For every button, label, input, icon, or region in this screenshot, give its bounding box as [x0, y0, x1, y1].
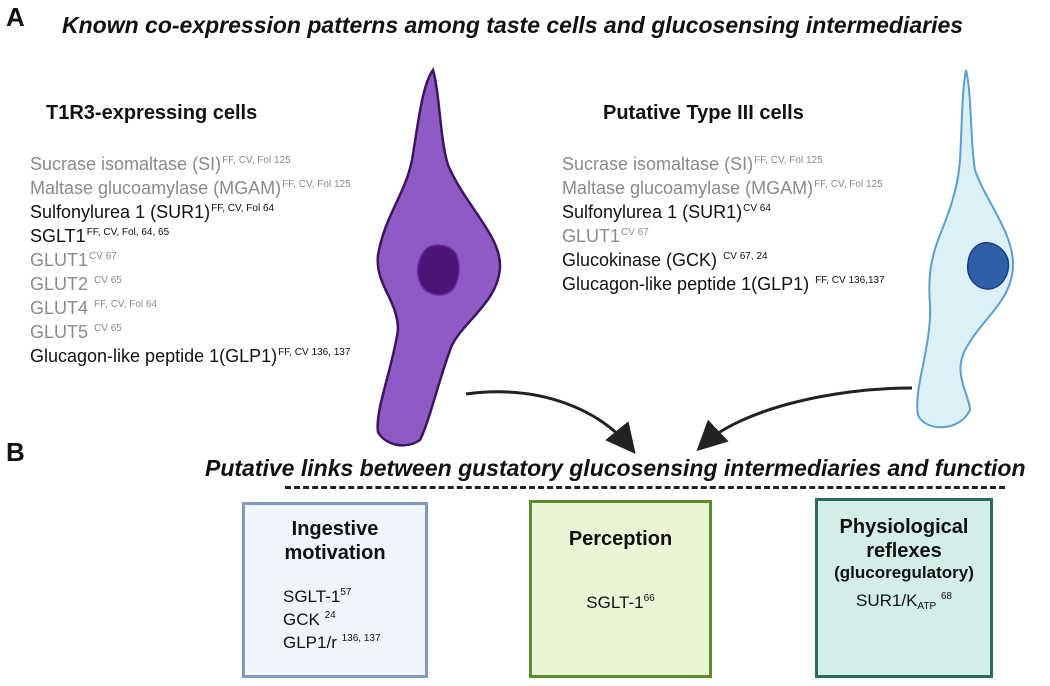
- panel-b-heading: Putative links between gustatory glucose…: [205, 455, 1026, 481]
- type3-gene-name: GLUT1: [562, 226, 621, 246]
- divider-dashed-line: [285, 486, 1005, 489]
- type3-gene-name: Sulfonylurea 1 (SUR1): [562, 202, 743, 222]
- type3-gene-item: Sulfonylurea 1 (SUR1)CV 64: [562, 200, 885, 224]
- t1r3-gene-reference: CV 67: [89, 251, 117, 262]
- type3-gene-reference: CV 67, 24: [723, 251, 768, 262]
- t1r3-gene-reference: FF, CV, Fol 125: [222, 155, 291, 166]
- t1r3-gene-name: Maltase glucoamylase (MGAM): [30, 178, 282, 198]
- type3-gene-reference: FF, CV, Fol 125: [814, 179, 883, 190]
- physiological-reflexes-box: Physiological reflexes (glucoregulatory)…: [815, 498, 993, 678]
- t1r3-gene-item: Sulfonylurea 1 (SUR1)FF, CV, Fol 64: [30, 200, 351, 224]
- t1r3-gene-name: Sucrase isomaltase (SI): [30, 154, 222, 174]
- t1r3-cell-nucleus: [416, 244, 460, 296]
- type3-gene-item: Maltase glucoamylase (MGAM)FF, CV, Fol 1…: [562, 176, 885, 200]
- physiological-title-line1: Physiological: [839, 516, 969, 538]
- physiological-item-text: SUR1/K: [856, 591, 918, 610]
- ingestive-item-text: GCK: [283, 610, 325, 629]
- ingestive-item-text: SGLT-1: [283, 587, 341, 606]
- perception-title: Perception: [568, 528, 673, 550]
- type3-gene-item: Glucagon-like peptide 1(GLP1) FF, CV 136…: [562, 272, 885, 296]
- t1r3-gene-reference: FF, CV 136, 137: [278, 347, 351, 358]
- t1r3-gene-item: GLUT4 FF, CV, Fol 64: [30, 296, 351, 320]
- physiological-item: SUR1/KATP 68: [818, 589, 990, 612]
- panel-b-letter: B: [6, 437, 25, 467]
- perception-item-text: SGLT-1: [586, 593, 644, 612]
- physiological-title-line2: reflexes: [866, 540, 942, 562]
- type3-gene-reference: FF, CV, Fol 125: [754, 155, 823, 166]
- t1r3-gene-item: Glucagon-like peptide 1(GLP1)FF, CV 136,…: [30, 344, 351, 368]
- t1r3-gene-name: GLUT5: [30, 322, 94, 342]
- type3-gene-name: Glucagon-like peptide 1(GLP1): [562, 274, 815, 294]
- type3-gene-item: GLUT1CV 67: [562, 224, 885, 248]
- t1r3-gene-name: SGLT1: [30, 226, 86, 246]
- t1r3-gene-name: GLUT2: [30, 274, 94, 294]
- ingestive-title-line2: motivation: [284, 542, 386, 564]
- t1r3-gene-reference: FF, CV, Fol 64: [211, 203, 275, 214]
- physiological-item-ref: 68: [940, 591, 952, 602]
- t1r3-gene-reference: FF, CV, Fol 125: [282, 179, 351, 190]
- type3-gene-name: Sucrase isomaltase (SI): [562, 154, 754, 174]
- t1r3-gene-item: Sucrase isomaltase (SI)FF, CV, Fol 125: [30, 152, 351, 176]
- ingestive-item: GLP1/r 136, 137: [283, 631, 425, 654]
- t1r3-gene-name: Glucagon-like peptide 1(GLP1): [30, 346, 278, 366]
- t1r3-gene-item: GLUT5 CV 65: [30, 320, 351, 344]
- ingestive-item: GCK 24: [283, 608, 425, 631]
- t1r3-group-title: T1R3-expressing cells: [46, 102, 258, 124]
- perception-item: SGLT-166: [532, 591, 709, 614]
- ingestive-title-line1: Ingestive: [291, 518, 379, 540]
- type3-cell-shape: [916, 69, 1015, 429]
- t1r3-gene-name: GLUT1: [30, 250, 89, 270]
- t1r3-gene-item: GLUT2 CV 65: [30, 272, 351, 296]
- type3-group-title: Putative Type III cells: [603, 102, 804, 124]
- panel-a-letter: A: [6, 2, 25, 32]
- t1r3-gene-item: SGLT1FF, CV, Fol, 64, 65: [30, 224, 351, 248]
- type3-gene-name: Glucokinase (GCK): [562, 250, 723, 270]
- type3-cell-nucleus: [966, 241, 1010, 290]
- type3-gene-name: Maltase glucoamylase (MGAM): [562, 178, 814, 198]
- ingestive-item: SGLT-157: [283, 585, 425, 608]
- physiological-title: Physiological reflexes: [818, 515, 990, 563]
- ingestive-item-ref: 136, 137: [341, 633, 381, 644]
- t1r3-gene-item: Maltase glucoamylase (MGAM)FF, CV, Fol 1…: [30, 176, 351, 200]
- t1r3-gene-reference: CV 65: [94, 275, 122, 286]
- ingestive-item-ref: 24: [324, 610, 336, 621]
- perception-box: Perception SGLT-166: [529, 500, 712, 678]
- ingestive-item-ref: 57: [340, 587, 352, 598]
- t1r3-gene-reference: FF, CV, Fol 64: [94, 299, 158, 310]
- type3-gene-reference: CV 64: [743, 203, 771, 214]
- t1r3-gene-reference: FF, CV, Fol, 64, 65: [86, 227, 170, 238]
- ingestive-title: Ingestive motivation: [245, 517, 425, 565]
- t1r3-gene-reference: CV 65: [94, 323, 122, 334]
- physiological-item-subscript: ATP: [917, 601, 937, 612]
- type3-gene-reference: CV 67: [621, 227, 649, 238]
- arrow-left-to-links: [465, 390, 636, 454]
- t1r3-gene-name: GLUT4: [30, 298, 94, 318]
- type3-gene-item: Glucokinase (GCK) CV 67, 24: [562, 248, 885, 272]
- physiological-subtitle: (glucoregulatory): [834, 563, 974, 582]
- arrow-right-to-links: [696, 386, 913, 452]
- type3-gene-item: Sucrase isomaltase (SI)FF, CV, Fol 125: [562, 152, 885, 176]
- panel-a-heading: Known co-expression patterns among taste…: [62, 12, 964, 38]
- t1r3-gene-name: Sulfonylurea 1 (SUR1): [30, 202, 211, 222]
- ingestive-item-text: GLP1/r: [283, 633, 342, 652]
- t1r3-gene-item: GLUT1CV 67: [30, 248, 351, 272]
- perception-item-ref: 66: [643, 593, 655, 604]
- type3-gene-reference: FF, CV 136,137: [815, 275, 885, 286]
